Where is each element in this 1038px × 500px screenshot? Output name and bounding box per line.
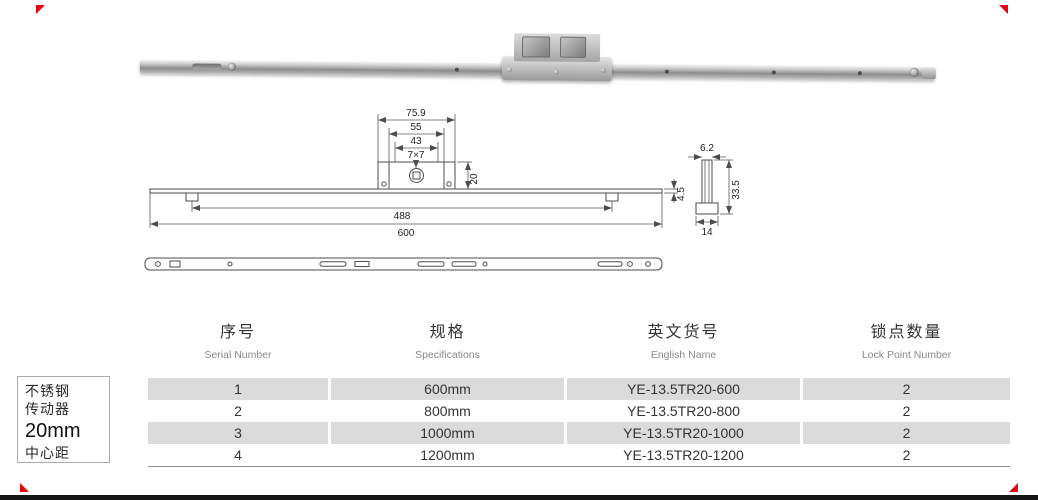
column-header-english-name: 英文货号 English Name xyxy=(567,322,800,378)
table-row: 1 600mm YE-13.5TR20-600 2 xyxy=(148,378,1010,400)
dim-label-600: 600 xyxy=(398,228,415,239)
table-cell: YE-13.5TR20-800 xyxy=(627,403,740,419)
column-header-spec: 规格 Specifications xyxy=(331,322,564,378)
column-header-zh: 序号 xyxy=(219,324,256,341)
dim-label-43: 43 xyxy=(410,136,422,147)
bar-screw-right xyxy=(909,67,919,77)
bar-hole xyxy=(857,71,862,76)
corner-mark-top-left xyxy=(36,5,45,14)
dim-label-6-2: 6.2 xyxy=(700,143,714,154)
table-cell: YE-13.5TR20-1000 xyxy=(567,422,800,444)
product-name-line1: 不锈钢 xyxy=(25,383,70,399)
corner-mark-bottom-left xyxy=(20,483,29,492)
product-name-line4: 中心距 xyxy=(25,445,70,461)
dim-label-7x7: 7×7 xyxy=(408,150,425,161)
table-cell: 4 xyxy=(234,447,242,463)
product-name-line2: 传动器 xyxy=(25,401,70,417)
dim-label-75-9: 75.9 xyxy=(406,108,426,119)
bar-end-cap xyxy=(921,67,936,79)
corner-mark-top-right xyxy=(999,5,1008,14)
table-cell: 3 xyxy=(148,422,328,444)
table-cell: 2 xyxy=(803,422,1010,444)
corner-mark-bottom-right xyxy=(1009,483,1018,492)
table-cell: 2 xyxy=(803,378,1010,400)
gearbox-screw xyxy=(600,68,606,74)
column-header-en: Serial Number xyxy=(204,349,272,361)
table-cell: 1000mm xyxy=(331,422,564,444)
column-header-lock-points: 锁点数量 Lock Point Number xyxy=(803,322,1010,378)
column-header-zh: 规格 xyxy=(429,324,466,341)
table-cell: 2 xyxy=(902,447,911,463)
product-name-box: 不锈钢 传动器 20mm 中心距 xyxy=(17,376,110,463)
page-footer-bar xyxy=(0,495,1038,500)
dim-label-55: 55 xyxy=(410,122,422,133)
gearbox-screw xyxy=(506,67,512,73)
table-cell: YE-13.5TR20-600 xyxy=(567,378,800,400)
table-row: 2 800mm YE-13.5TR20-800 2 xyxy=(148,400,1010,422)
dim-label-20: 20 xyxy=(469,173,480,185)
technical-drawing: 75.9 55 43 7×7 20 4.5 488 600 6.2 33.5 1… xyxy=(144,108,742,271)
dim-label-33-5: 33.5 xyxy=(731,180,742,200)
product-name-size: 20mm xyxy=(25,420,81,442)
gearbox-block xyxy=(560,36,587,58)
bar-end-slot xyxy=(191,63,222,70)
dim-label-14: 14 xyxy=(701,227,713,238)
table-cell: 2 xyxy=(902,403,911,419)
table-cell: 800mm xyxy=(424,403,471,419)
table-cell: 2 xyxy=(234,403,242,419)
bar-hole xyxy=(664,69,669,74)
bar-hole xyxy=(454,67,459,72)
table-cell: YE-13.5TR20-1200 xyxy=(623,447,744,463)
table-row: 4 1200mm YE-13.5TR20-1200 2 xyxy=(148,444,1010,466)
column-header-en: English Name xyxy=(650,349,717,361)
table-body: 1 600mm YE-13.5TR20-600 2 2 800mm YE-13.… xyxy=(148,378,1010,467)
column-header-zh: 英文货号 xyxy=(647,324,720,341)
table-row: 3 1000mm YE-13.5TR20-1000 2 xyxy=(148,422,1010,444)
bar-hole xyxy=(771,70,776,75)
product-photo xyxy=(139,26,941,95)
table-header: 序号 Serial Number 规格 Specifications 英文货号 … xyxy=(148,322,1010,378)
column-header-en: Specifications xyxy=(415,349,480,361)
table-cell: 1 xyxy=(148,378,328,400)
table-cell: 1200mm xyxy=(420,447,475,463)
column-header-en: Lock Point Number xyxy=(861,349,952,361)
gearbox-block xyxy=(522,36,551,58)
table-cell: 600mm xyxy=(331,378,564,400)
gearbox xyxy=(501,29,613,84)
column-header-serial: 序号 Serial Number xyxy=(148,322,328,378)
dim-label-488: 488 xyxy=(394,211,411,222)
gearbox-screw xyxy=(553,69,559,75)
column-header-zh: 锁点数量 xyxy=(870,324,943,341)
spec-table: 序号 Serial Number 规格 Specifications 英文货号 … xyxy=(148,322,1010,467)
bar-screw-left xyxy=(227,62,236,71)
dim-label-4-5: 4.5 xyxy=(676,187,687,201)
